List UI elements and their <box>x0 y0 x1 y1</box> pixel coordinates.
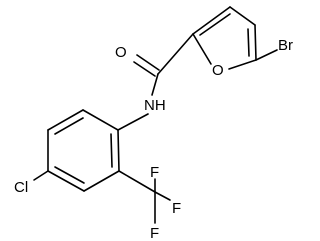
bond-o-c2 <box>192 33 212 65</box>
amide-nitrogen-label: NH <box>144 97 166 114</box>
bond-b5-b6-inner <box>54 117 84 135</box>
bromine-label: Br <box>278 37 293 54</box>
furan-ring <box>192 6 257 70</box>
chlorine-label: Cl <box>14 179 28 196</box>
bond-c-f-right <box>154 191 171 201</box>
molecule-drawing: Br O O NH Cl F F F <box>14 6 293 241</box>
bond-b1-b2 <box>117 129 120 172</box>
bond-carbonyl-o-second <box>133 61 156 77</box>
bond-c4-c5-inner <box>247 28 250 57</box>
bond-c2-carbonyl <box>157 33 194 75</box>
bond-c2-c3-inner <box>199 13 231 36</box>
bond-b3-b4 <box>47 170 85 192</box>
bond-n-aryl <box>117 113 149 131</box>
bond-b3-b4-inner <box>54 166 85 184</box>
benzene-ring <box>47 109 120 192</box>
fluorine-right-label: F <box>172 200 181 217</box>
bond-c3-c4 <box>229 6 256 26</box>
furan-oxygen-label: O <box>212 62 224 79</box>
bond-b2-cf3 <box>118 170 156 193</box>
trifluoromethyl-group <box>118 170 171 224</box>
bond-c2-c3 <box>192 6 231 35</box>
amide-group <box>117 33 194 131</box>
bond-b6-b1 <box>82 109 119 131</box>
bond-c5-br <box>255 49 278 61</box>
bond-b2-b3 <box>83 170 120 192</box>
structure-canvas: Br O O NH Cl F F F <box>14 6 293 241</box>
fluorine-top-label: F <box>150 164 159 181</box>
bond-carbonyl-n <box>151 73 159 96</box>
bond-carbonyl-o <box>136 54 160 71</box>
bond-b5-b6 <box>47 109 84 131</box>
bond-c5-o <box>228 59 257 70</box>
bond-b4-cl <box>33 170 49 181</box>
carbonyl-oxygen-label: O <box>115 44 127 61</box>
bond-b1-b2-inner <box>110 133 113 168</box>
fluorine-bottom-label: F <box>150 225 159 241</box>
bond-c4-c5 <box>254 24 257 61</box>
